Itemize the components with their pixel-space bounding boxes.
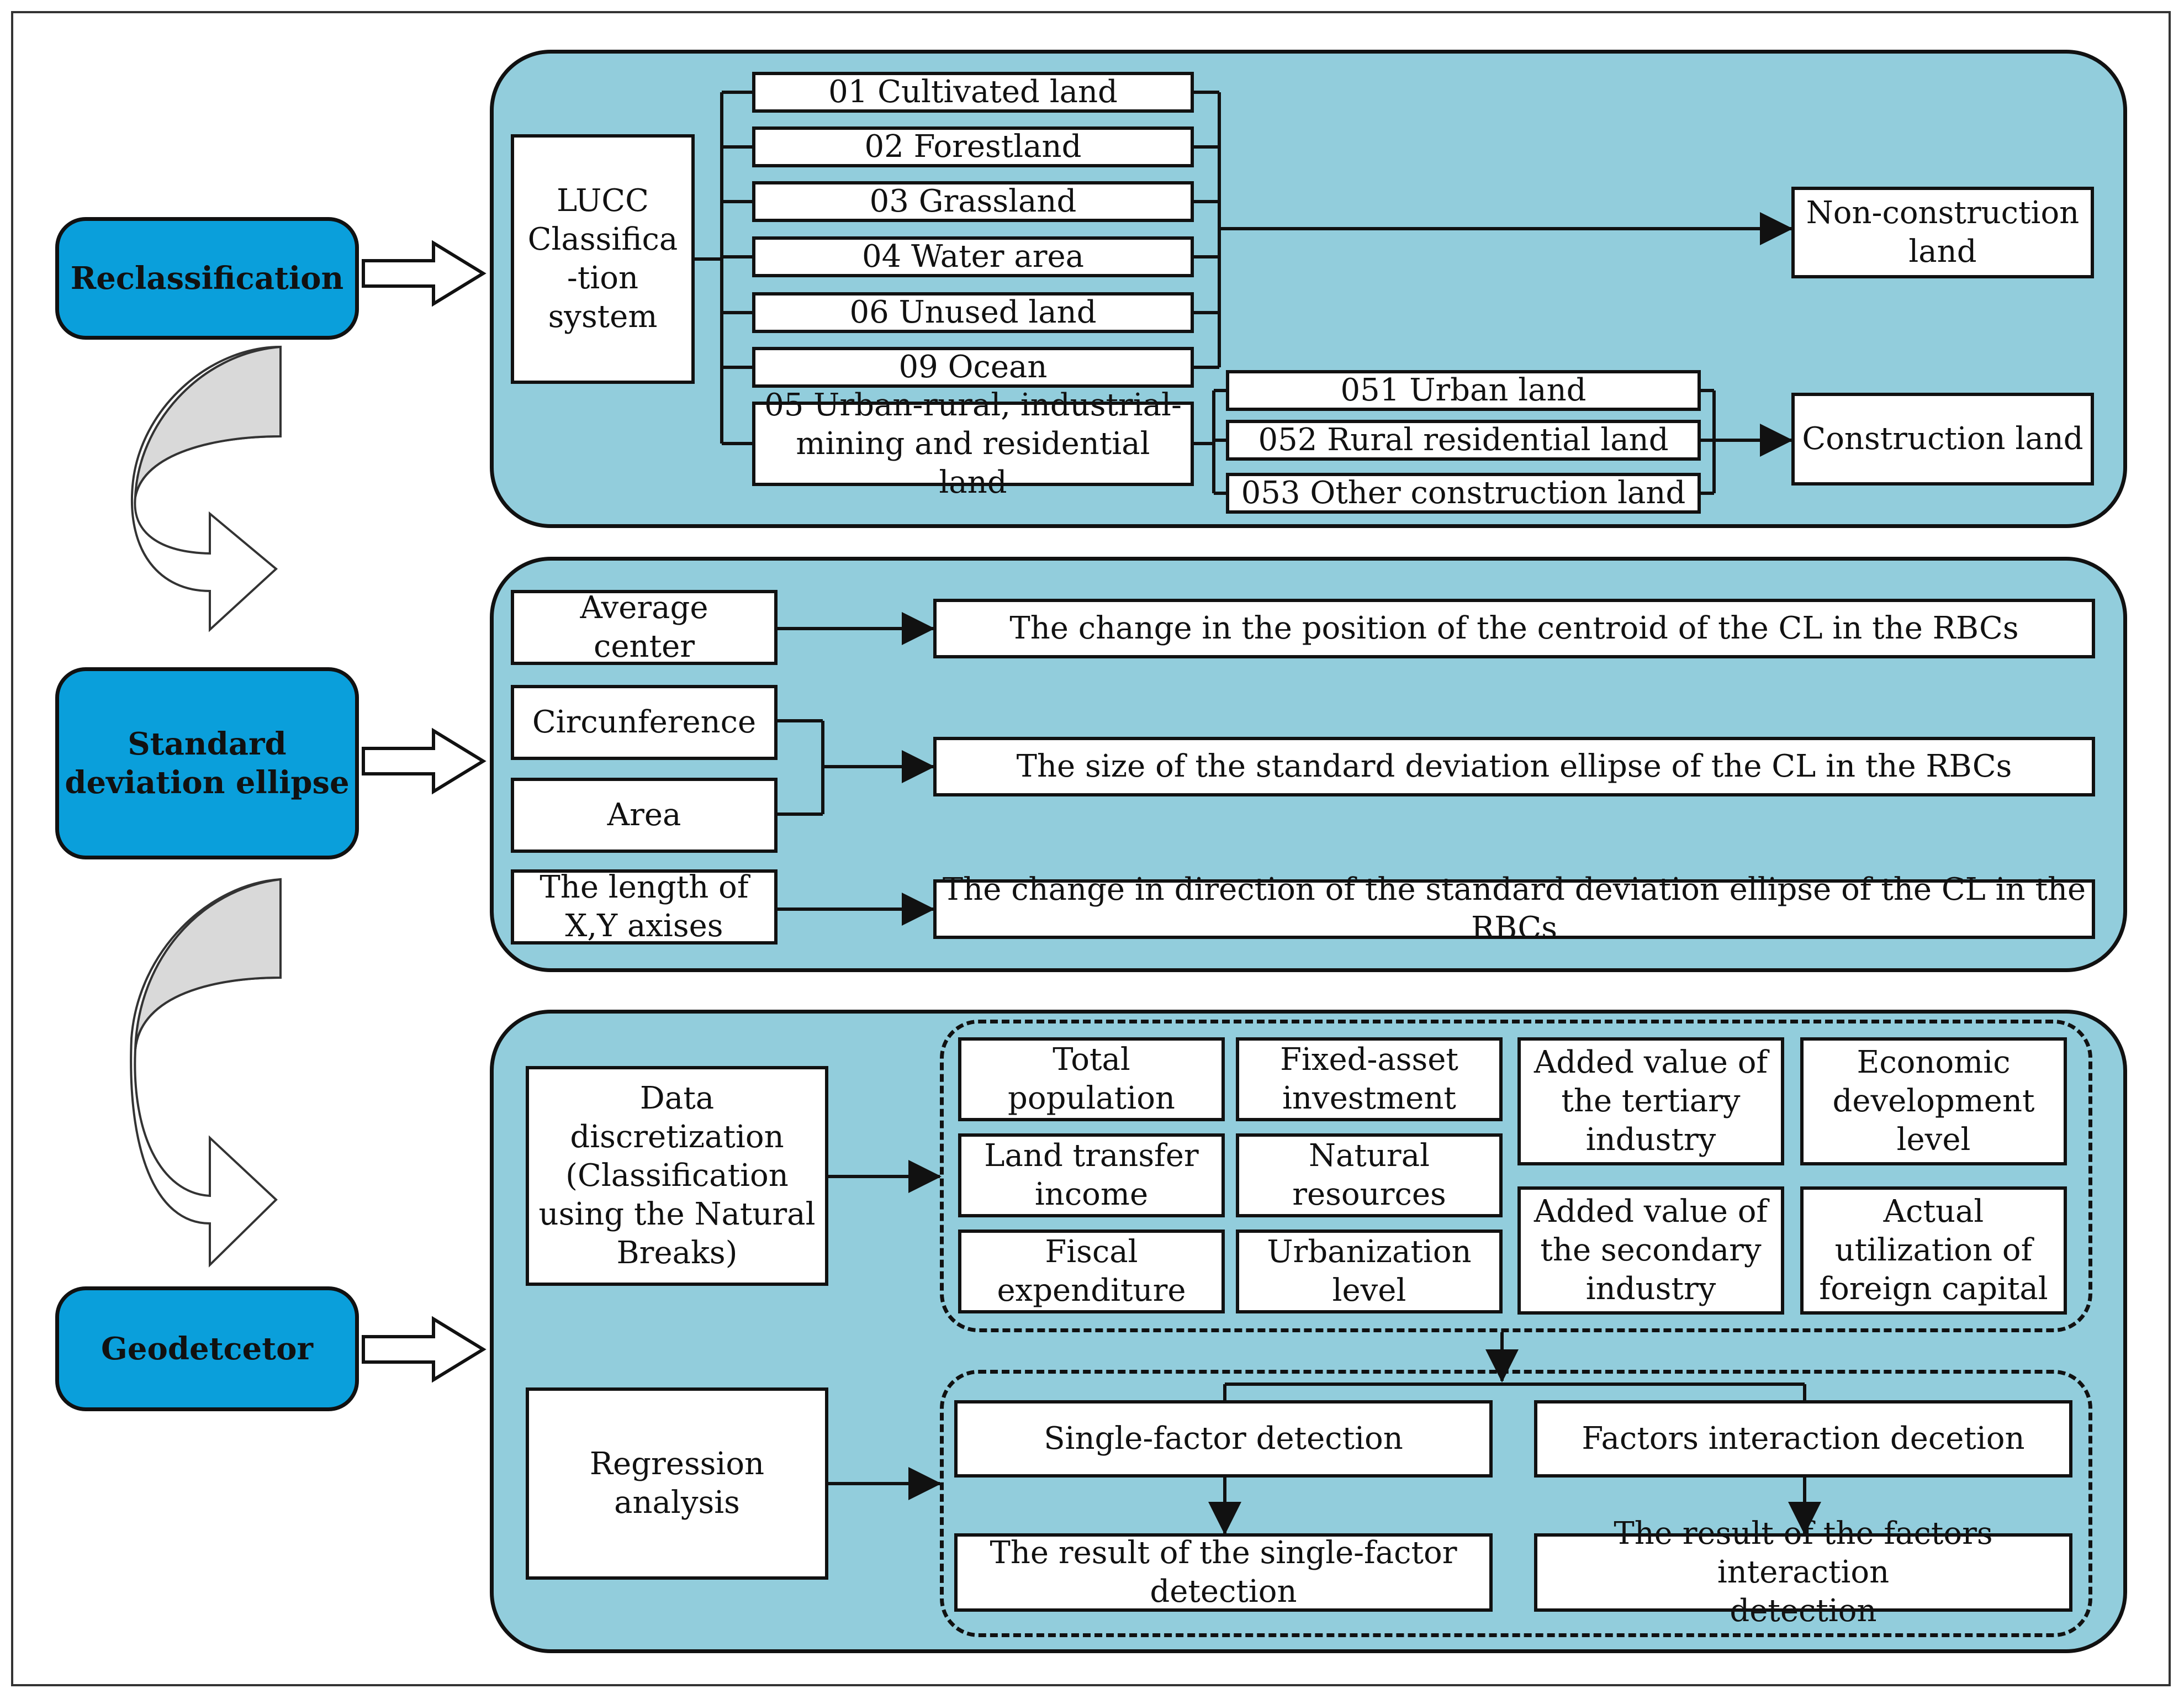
category-water-area: 04 Water area xyxy=(752,236,1194,277)
category-unused-land: 06 Unused land xyxy=(752,292,1194,333)
block-arrow-geodetector xyxy=(362,1316,486,1383)
category-forestland: 02 Forestland xyxy=(752,126,1194,167)
factor-land-transfer-income: Land transfer income xyxy=(958,1133,1225,1217)
factor-economic-development: Economic development level xyxy=(1800,1037,2067,1165)
factors-interaction-detection-box: Factors interaction decetion xyxy=(1534,1400,2072,1478)
factor-foreign-capital: Actual utilization of foreign capital xyxy=(1800,1186,2067,1315)
factor-total-population: Total population xyxy=(958,1037,1225,1121)
category-ocean: 09 Ocean xyxy=(752,347,1194,388)
factor-group xyxy=(940,1020,2092,1332)
regression-analysis-box: Regression analysis xyxy=(526,1387,828,1580)
reclassification-stage: Reclassification xyxy=(55,217,359,340)
ellipse-direction-box: The change in direction of the standard … xyxy=(933,872,2095,946)
subcategory-other-construction: 053 Other construction land xyxy=(1226,473,1701,514)
factor-tertiary-industry: Added value of the tertiary industry xyxy=(1517,1037,1784,1165)
centroid-change-box: The change in the position of the centro… xyxy=(933,599,2095,658)
block-arrow-sde xyxy=(362,727,486,795)
circumference-box: Circunference xyxy=(511,685,778,760)
data-discretization-box: Data discretization (Classification usin… xyxy=(526,1066,828,1286)
category-cultivated-land: 01 Cultivated land xyxy=(752,72,1194,113)
subcategory-rural-residential: 052 Rural residential land xyxy=(1226,420,1701,461)
axis-length-box: The length of X,Y axises xyxy=(511,869,778,945)
construction-land-box: Construction land xyxy=(1791,393,2094,486)
subcategory-urban-land: 051 Urban land xyxy=(1226,370,1701,411)
category-urban-rural-residential: 05 Urban-rural, industrial- mining and r… xyxy=(752,387,1194,500)
sde-stage: Standard deviation ellipse xyxy=(55,667,359,859)
block-arrow-reclassification xyxy=(362,240,486,307)
factor-urbanization-level: Urbanization level xyxy=(1236,1230,1503,1313)
area-box: Area xyxy=(511,778,778,853)
factor-fixed-asset-investment: Fixed-asset investment xyxy=(1236,1037,1503,1121)
category-grassland: 03 Grassland xyxy=(752,181,1194,222)
curved-arrow-1-fill xyxy=(134,345,282,498)
factor-secondary-industry: Added value of the secondary industry xyxy=(1517,1186,1784,1315)
curved-arrow-2-fill xyxy=(134,878,282,1050)
interaction-result-box: The result of the factors interaction de… xyxy=(1534,1516,2072,1629)
lucc-system-box: LUCC Classifica -tion system xyxy=(511,134,695,384)
single-factor-detection-box: Single-factor detection xyxy=(954,1400,1493,1478)
single-factor-result-box: The result of the single-factor detectio… xyxy=(954,1533,1493,1612)
factor-natural-resources: Natural resources xyxy=(1236,1133,1503,1217)
average-center-box: Average center xyxy=(511,590,778,665)
figure-frame xyxy=(11,11,2171,1686)
non-construction-land-box: Non-construction land xyxy=(1791,187,2094,278)
factor-fiscal-expenditure: Fiscal expenditure xyxy=(958,1230,1225,1313)
ellipse-size-box: The size of the standard deviation ellip… xyxy=(933,737,2095,796)
geodetector-stage: Geodetcetor xyxy=(55,1286,359,1411)
